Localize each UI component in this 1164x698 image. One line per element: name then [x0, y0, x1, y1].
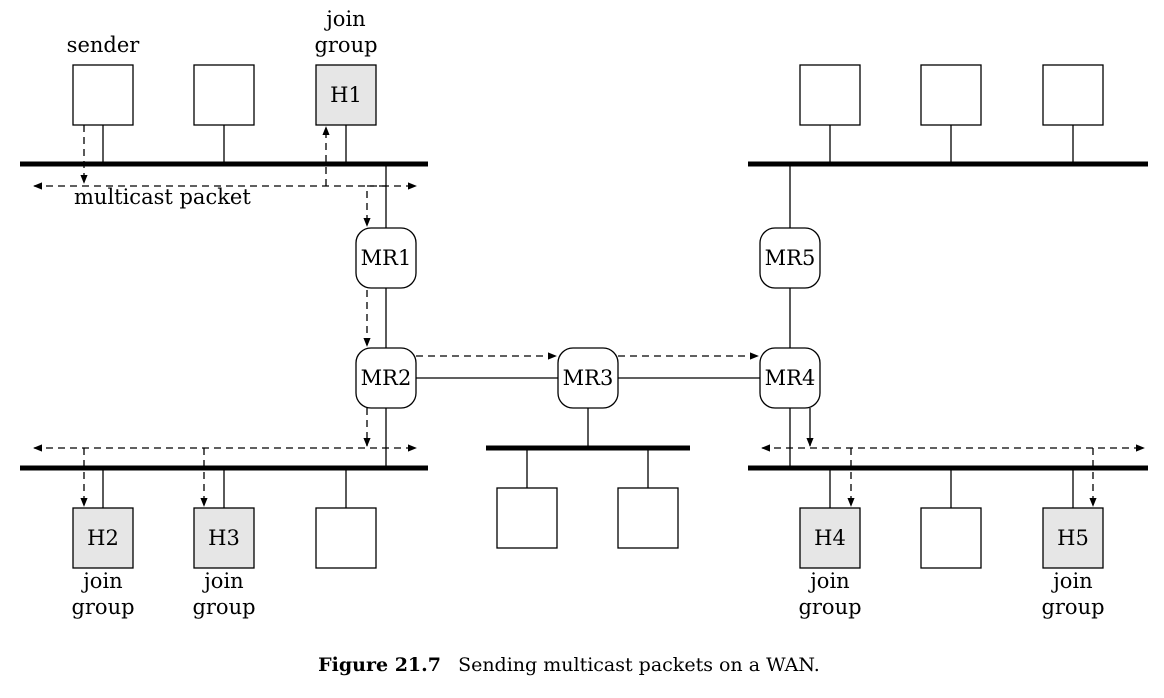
- host-top-right-1: [799, 64, 861, 126]
- host-bottom-left-3: [315, 507, 377, 569]
- multicast-packet-label: multicast packet: [74, 185, 251, 209]
- host-h4: [799, 507, 861, 569]
- sender-label: sender: [67, 33, 141, 57]
- router-mr5: [759, 227, 821, 289]
- h2-join-label: join: [80, 569, 122, 593]
- host-h3: [193, 507, 255, 569]
- h2-group-label: group: [71, 595, 134, 619]
- host-h2: [72, 507, 134, 569]
- h3-name: H3: [208, 526, 240, 550]
- caption-text: Sending multicast packets on a WAN.: [458, 654, 820, 676]
- h4-group-label: group: [798, 595, 861, 619]
- router-mr3: [557, 347, 619, 409]
- host-sender: [72, 64, 134, 126]
- h3-group-label: group: [192, 595, 255, 619]
- router-mr2: [355, 347, 417, 409]
- caption-number: Figure 21.7: [318, 654, 441, 676]
- h4-join-label: join: [807, 569, 849, 593]
- multicast-paths: [33, 125, 1145, 507]
- host-bottom-right-2: [920, 507, 982, 569]
- mr1-name: MR1: [361, 246, 412, 270]
- host-links: [102, 125, 1074, 508]
- h1-group-label: group: [314, 33, 377, 57]
- h4-name: H4: [814, 526, 846, 550]
- host-bottom-center-1: [496, 487, 558, 549]
- mr3-name: MR3: [563, 366, 614, 390]
- h2-name: H2: [87, 526, 119, 550]
- mr4-name: MR4: [765, 366, 816, 390]
- host-top-left-2: [193, 64, 255, 126]
- h5-group-label: group: [1041, 595, 1104, 619]
- host-top-right-3: [1042, 64, 1104, 126]
- host-h5: [1042, 507, 1104, 569]
- router-links: [385, 164, 791, 468]
- router-mr1: [355, 227, 417, 289]
- h3-join-label: join: [201, 569, 243, 593]
- host-top-right-2: [920, 64, 982, 126]
- h1-join-label: join: [323, 7, 365, 31]
- figure-caption: Figure 21.7 Sending multicast packets on…: [318, 654, 820, 676]
- host-h1: [315, 64, 377, 126]
- h1-name: H1: [330, 83, 362, 107]
- host-bottom-center-2: [617, 487, 679, 549]
- h5-name: H5: [1057, 526, 1089, 550]
- router-mr4: [759, 347, 821, 409]
- mr5-name: MR5: [765, 246, 816, 270]
- h5-join-label: join: [1050, 569, 1092, 593]
- mr2-name: MR2: [361, 366, 412, 390]
